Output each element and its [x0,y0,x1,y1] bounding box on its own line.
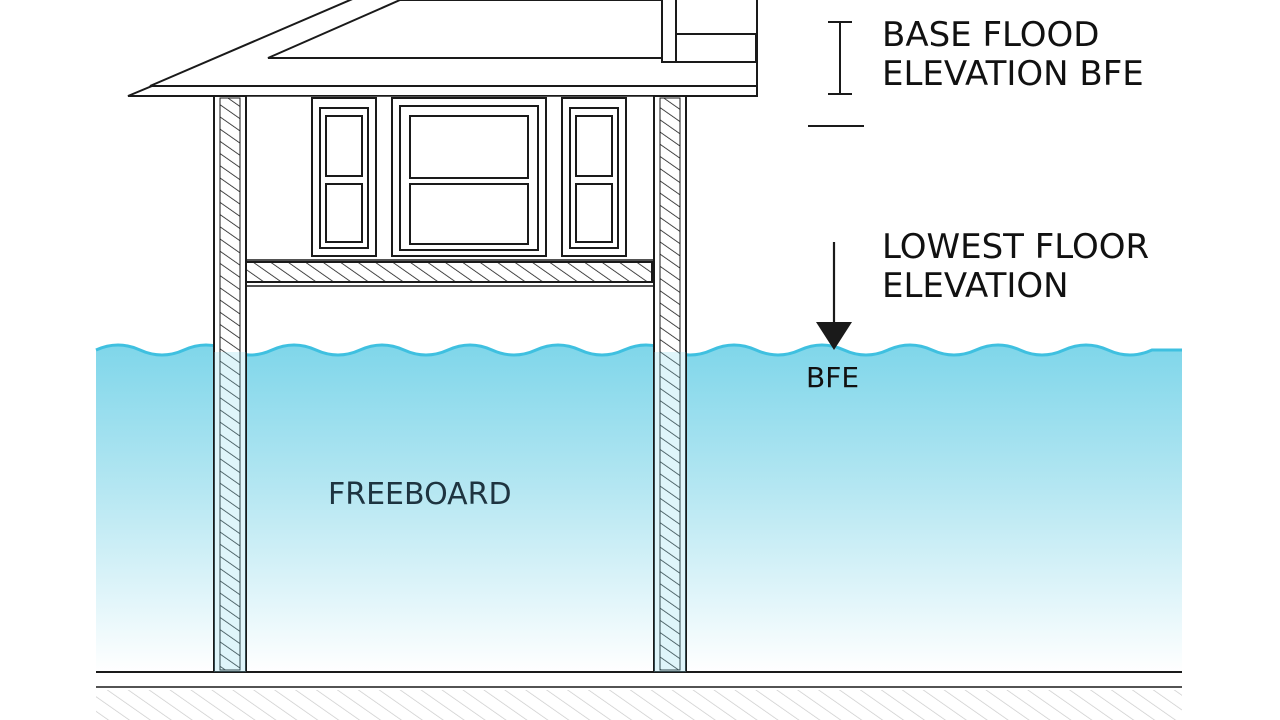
roof [127,0,758,97]
lowest-floor-elevation-line1: LOWEST FLOOR [882,227,1150,267]
water-tint-left-pier [214,352,246,672]
freeboard-label: FREEBOARD [328,477,512,512]
lowest-floor-elevation-line2: ELEVATION [882,266,1069,307]
lowest-floor-elevation-label: LOWEST FLOOR ELEVATION [882,227,1150,307]
window-right [561,97,627,257]
base-flood-elevation-label: BASE FLOOD ELEVATION BFE [882,15,1144,95]
bfe-water-label: BFE [806,361,860,394]
water-tint-right-pier [654,352,686,672]
water-body [96,345,1182,672]
bfe-dimension-marker [808,21,864,127]
water-surface-wave [95,343,1182,357]
base-flood-elevation-line1: BASE FLOOD [882,15,1100,55]
lowest-floor-arrow [816,242,852,350]
floor-beam [245,261,653,283]
window-center [391,97,547,257]
base-flood-elevation-line2: ELEVATION BFE [882,54,1144,95]
pier-left [213,95,247,673]
ground-hatch [96,690,1182,720]
pier-right [653,95,687,673]
window-left [311,97,377,257]
